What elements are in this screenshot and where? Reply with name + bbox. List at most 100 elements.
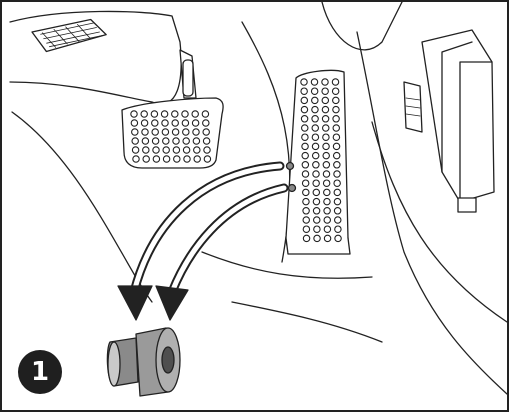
pedal-grip-dot bbox=[332, 79, 338, 85]
pedal-grip-dot bbox=[301, 106, 307, 112]
pedal-grip-dot bbox=[335, 226, 341, 232]
pedal-grip-dot bbox=[312, 97, 318, 103]
pedal-grip-dot bbox=[312, 116, 318, 122]
pedal-grip-dot bbox=[133, 156, 139, 162]
pedal-grip-dot bbox=[143, 147, 149, 153]
pedal-grip-dot bbox=[322, 88, 328, 94]
pedal-grip-dot bbox=[173, 138, 179, 144]
pedal-grip-dot bbox=[161, 111, 167, 117]
pedal-grip-dot bbox=[311, 88, 317, 94]
pedal-grip-dot bbox=[142, 129, 148, 135]
pedal-grip-dot bbox=[152, 120, 158, 126]
pedal-grip-dot bbox=[313, 162, 319, 168]
pedal-grip-dot bbox=[163, 138, 169, 144]
pedal-grip-dot bbox=[172, 120, 178, 126]
pedal-grip-dot bbox=[182, 120, 188, 126]
pedal-grip-dot bbox=[313, 198, 319, 204]
pedal-grip-dot bbox=[302, 143, 308, 149]
pedal-grip-dot bbox=[335, 235, 341, 241]
pedal-grip-dot bbox=[322, 116, 328, 122]
pedal-grip-dot bbox=[335, 217, 341, 223]
pedal-grip-dot bbox=[324, 198, 330, 204]
pedal-grip-dot bbox=[301, 116, 307, 122]
pedal-grip-dot bbox=[163, 156, 169, 162]
pedal-grip-dot bbox=[143, 156, 149, 162]
pedal-grip-dot bbox=[303, 226, 309, 232]
pedal-grip-dot bbox=[324, 189, 330, 195]
pedal-grip-dot bbox=[204, 156, 210, 162]
accelerator-pedal-icon bbox=[286, 70, 350, 254]
pedal-grip-dot bbox=[204, 147, 210, 153]
pedal-grip-dot bbox=[203, 120, 209, 126]
pedal-grip-dot bbox=[203, 138, 209, 144]
pedal-grip-dot bbox=[334, 189, 340, 195]
tunnel-outline bbox=[322, 2, 402, 50]
pedal-grip-dot bbox=[302, 180, 308, 186]
pedal-grip-dot bbox=[162, 129, 168, 135]
pedal-grip-dot bbox=[333, 106, 339, 112]
pedal-grip-dot bbox=[313, 152, 319, 158]
pedal-grip-dot bbox=[163, 147, 169, 153]
pedal-grip-dot bbox=[131, 120, 137, 126]
pedal-grip-dot bbox=[302, 162, 308, 168]
brake-pedal-icon bbox=[122, 50, 223, 168]
footwell-floor-line bbox=[242, 22, 290, 262]
pedal-grip-dot bbox=[184, 156, 190, 162]
vent-icon bbox=[32, 17, 107, 53]
pedal-grip-dot bbox=[333, 134, 339, 140]
pedal-grip-dot bbox=[313, 171, 319, 177]
pedal-grip-dot bbox=[302, 134, 308, 140]
pedal-grip-dot bbox=[172, 111, 178, 117]
pedal-grip-dot bbox=[323, 152, 329, 158]
pedal-grip-dot bbox=[301, 79, 307, 85]
pedal-grip-dot bbox=[131, 111, 137, 117]
pedal-grip-dot bbox=[334, 171, 340, 177]
pedal-grip-dot bbox=[303, 217, 309, 223]
pedal-grip-dot bbox=[324, 208, 330, 214]
pedal-grip-dot bbox=[323, 125, 329, 131]
pedal-grip-dot bbox=[334, 162, 340, 168]
pedal-grip-dot bbox=[323, 143, 329, 149]
pedal-grip-dot bbox=[312, 143, 318, 149]
pedal-grip-dot bbox=[152, 129, 158, 135]
pedal-grip-dot bbox=[332, 88, 338, 94]
pedal-grip-dot bbox=[303, 198, 309, 204]
pedal-grip-dot bbox=[202, 111, 208, 117]
pedal-grip-dot bbox=[323, 171, 329, 177]
pedal-grip-dot bbox=[182, 111, 188, 117]
pedal-grip-dot bbox=[183, 147, 189, 153]
pedal-grip-dot bbox=[193, 129, 199, 135]
pedal-grip-dot bbox=[183, 129, 189, 135]
pedal-grip-dot bbox=[334, 198, 340, 204]
pedal-grip-dot bbox=[192, 120, 198, 126]
pedal-grip-dot bbox=[153, 147, 159, 153]
pedal-grip-dot bbox=[303, 235, 309, 241]
pedal-grip-dot bbox=[333, 125, 339, 131]
pedal-grip-dot bbox=[314, 217, 320, 223]
pedal-grip-dot bbox=[183, 138, 189, 144]
pedal-grip-dot bbox=[313, 208, 319, 214]
pedal-grip-dot bbox=[301, 97, 307, 103]
pedal-grip-dot bbox=[334, 180, 340, 186]
pedal-grip-dot bbox=[313, 189, 319, 195]
pedal-grip-dot bbox=[302, 171, 308, 177]
pedal-grip-dot bbox=[333, 97, 339, 103]
pedal-grip-dot bbox=[194, 156, 200, 162]
pedal-grip-dot bbox=[194, 147, 200, 153]
pedal-grip-dot bbox=[132, 129, 138, 135]
pedal-grip-dot bbox=[311, 79, 317, 85]
pedal-grip-dot bbox=[323, 180, 329, 186]
pedal-grip-dot bbox=[203, 129, 209, 135]
pedal-grip-dot bbox=[323, 134, 329, 140]
pedal-grip-dot bbox=[193, 138, 199, 144]
pedal-grip-dot bbox=[324, 217, 330, 223]
pedal-grip-dot bbox=[322, 79, 328, 85]
pedal-grip-dot bbox=[174, 156, 180, 162]
pedal-grip-dot bbox=[151, 111, 157, 117]
pedal-grip-dot bbox=[324, 226, 330, 232]
pedal-grip-dot bbox=[324, 235, 330, 241]
rubber-stopper-icon bbox=[107, 328, 180, 396]
pedal-grip-dot bbox=[172, 129, 178, 135]
carpet-edge bbox=[232, 302, 382, 342]
